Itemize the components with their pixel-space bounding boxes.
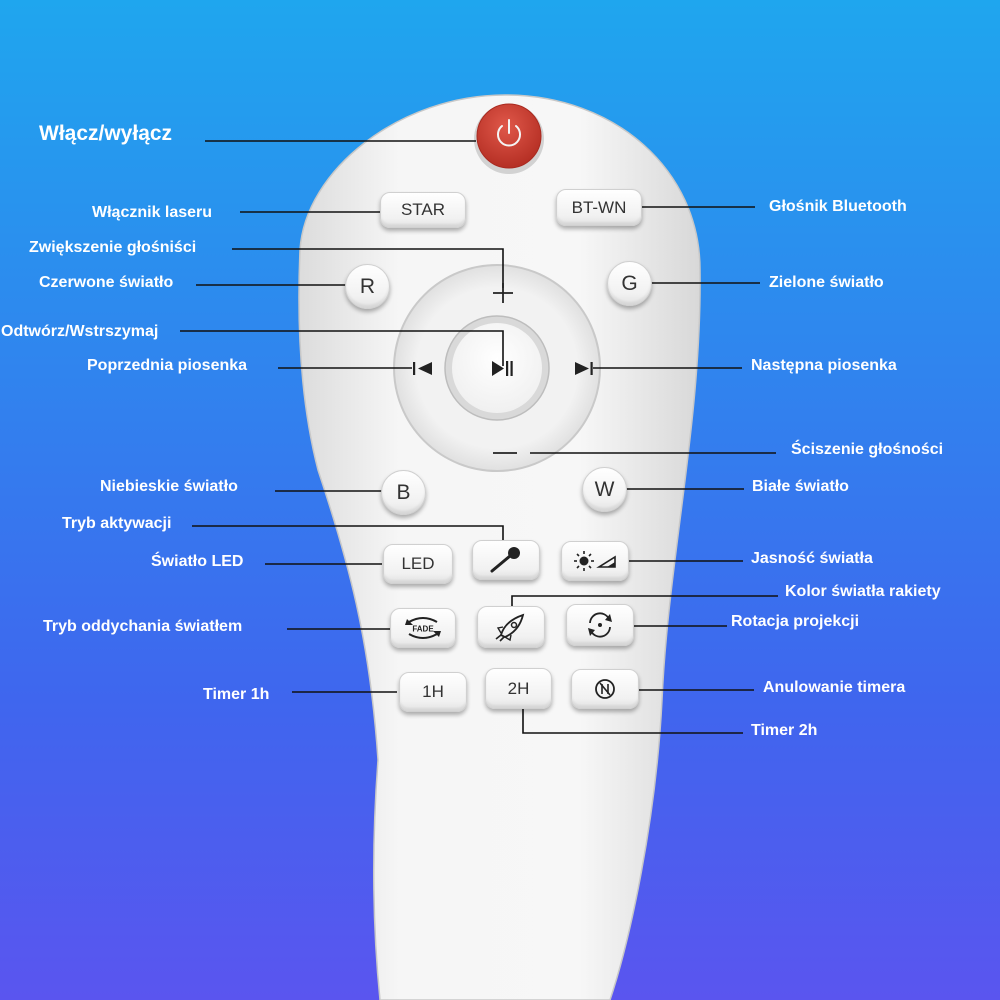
- fade-label: FADE: [412, 625, 434, 634]
- brightness-button[interactable]: [561, 541, 629, 581]
- rotation-button[interactable]: [566, 604, 634, 646]
- led-button[interactable]: LED: [383, 544, 453, 584]
- label-red-light: Czerwone światło: [39, 274, 174, 291]
- volume-up-icon[interactable]: [493, 283, 513, 303]
- label-previous: Poprzednia piosenka: [87, 357, 248, 374]
- bt-wn-button[interactable]: BT-WN: [556, 189, 642, 226]
- white-light-button[interactable]: W: [582, 467, 627, 512]
- label-green-light: Zielone światło: [769, 274, 884, 291]
- label-cancel-timer: Anulowanie timera: [763, 679, 906, 696]
- timer-1h-button[interactable]: 1H: [399, 672, 467, 712]
- cancel-timer-button[interactable]: [571, 669, 639, 709]
- breathing-mode-button[interactable]: FADE: [390, 608, 456, 648]
- label-timer-2h: Timer 2h: [751, 722, 818, 739]
- brightness-icon: [574, 551, 616, 571]
- timer-2h-button[interactable]: 2H: [485, 668, 552, 709]
- rotation-icon: [588, 612, 612, 638]
- label-next: Następna piosenka: [751, 357, 897, 374]
- label-white-light: Białe światło: [752, 478, 849, 495]
- timer-cancel-icon: [595, 679, 615, 699]
- label-rocket-color: Kolor światła rakiety: [785, 583, 941, 600]
- label-blue-light: Niebieskie światło: [100, 478, 238, 495]
- rocket-color-button[interactable]: [477, 606, 545, 648]
- blue-light-button[interactable]: B: [381, 470, 426, 515]
- label-bluetooth: Głośnik Bluetooth: [769, 198, 907, 215]
- label-brightness: Jasność światła: [751, 550, 873, 567]
- rocket-icon: [495, 613, 525, 642]
- label-rotation: Rotacja projekcji: [731, 613, 860, 630]
- label-activation: Tryb aktywacji: [62, 515, 172, 532]
- previous-track-icon[interactable]: [413, 362, 432, 375]
- label-breathing: Tryb oddychania światłem: [43, 618, 243, 635]
- leader-lines: [180, 140, 778, 734]
- fade-cycle-icon: FADE: [405, 617, 441, 639]
- activation-mode-button[interactable]: [472, 540, 540, 580]
- label-timer-1h: Timer 1h: [203, 686, 270, 703]
- label-laser: Włącznik laseru: [92, 204, 213, 221]
- power-button[interactable]: [476, 103, 542, 169]
- star-button[interactable]: STAR: [380, 192, 466, 228]
- play-pause-icon: [492, 361, 513, 376]
- label-led: Światło LED: [151, 553, 244, 570]
- power-icon: [497, 119, 521, 147]
- next-track-icon[interactable]: [575, 362, 593, 375]
- red-light-button[interactable]: R: [345, 264, 390, 309]
- label-volume-down: Ściszenie głośności: [791, 441, 944, 458]
- green-light-button[interactable]: G: [607, 261, 652, 306]
- label-play-pause: Odtwórz/Wstrszymaj: [1, 323, 159, 340]
- label-volume-up: Zwiększenie głośniści: [29, 239, 197, 256]
- microphone-icon: [490, 547, 520, 573]
- label-power: Włącz/wyłącz: [39, 122, 173, 145]
